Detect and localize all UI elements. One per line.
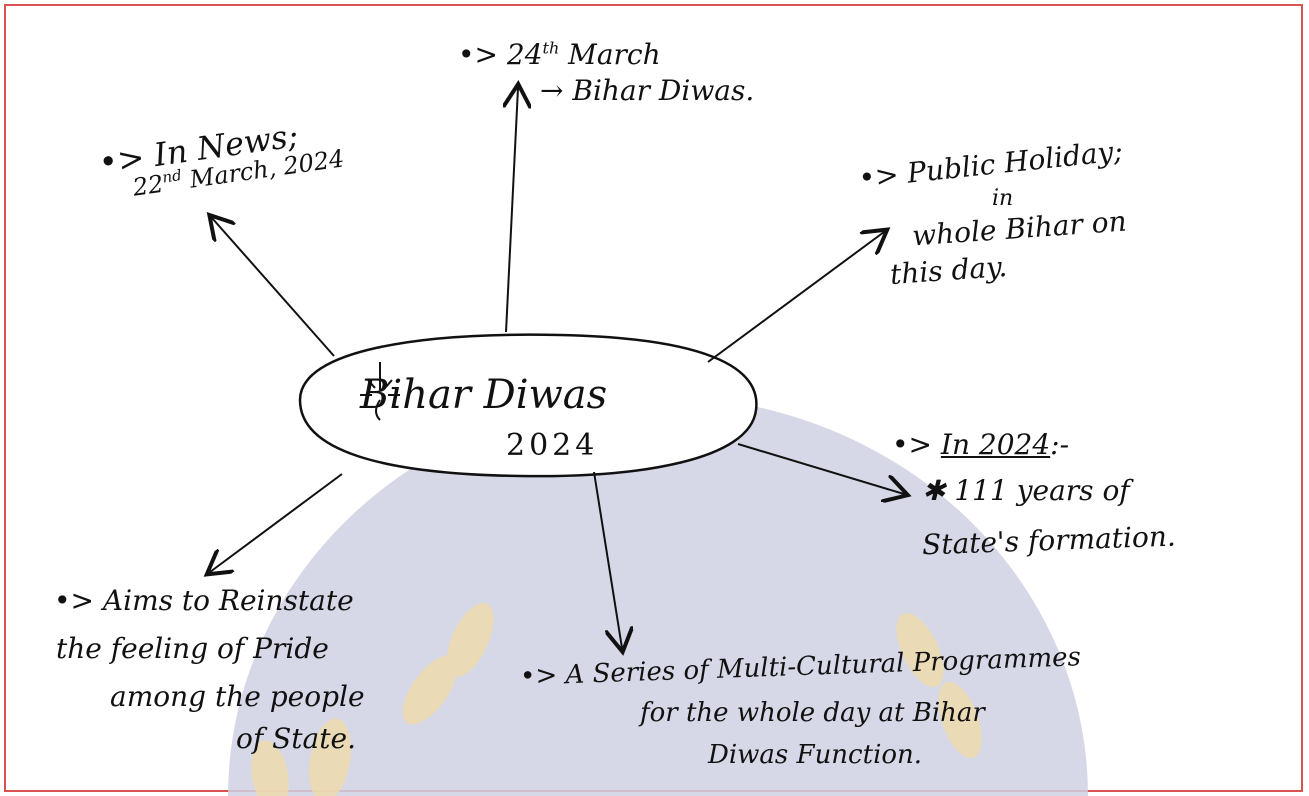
node-aims-line2: the feeling of Pride — [56, 632, 329, 665]
arrow-top — [506, 88, 518, 333]
node-holiday-in: in — [992, 186, 1014, 211]
arrow-aims — [210, 473, 343, 572]
laurel-left-icon — [251, 602, 494, 796]
arrow-holiday — [707, 232, 884, 363]
arrow-series — [593, 471, 622, 648]
node-in2024-line1: ✱ 111 years of — [922, 474, 1130, 507]
spark-icon — [360, 362, 400, 421]
center-bubble — [298, 333, 758, 478]
node-date-label: → Bihar Diwas. — [540, 74, 755, 107]
node-aims-line3: among the people — [110, 680, 365, 713]
center-year: 2024 — [506, 428, 599, 463]
node-series-line3: Diwas Function. — [708, 740, 923, 770]
center-title: Bihar Diwas — [360, 372, 608, 418]
node-in2024-title: •> In 2024:- — [892, 428, 1070, 461]
node-date: •> 24th March — [458, 38, 661, 71]
arrow-in-news — [212, 218, 335, 357]
node-aims-line4: of State. — [236, 722, 356, 755]
laurel-right-icon — [896, 612, 982, 759]
node-series-line2: for the whole day at Bihar — [640, 698, 985, 728]
arrow-in2024 — [737, 443, 904, 494]
node-aims-line1: •> Aims to Reinstate — [54, 584, 354, 617]
